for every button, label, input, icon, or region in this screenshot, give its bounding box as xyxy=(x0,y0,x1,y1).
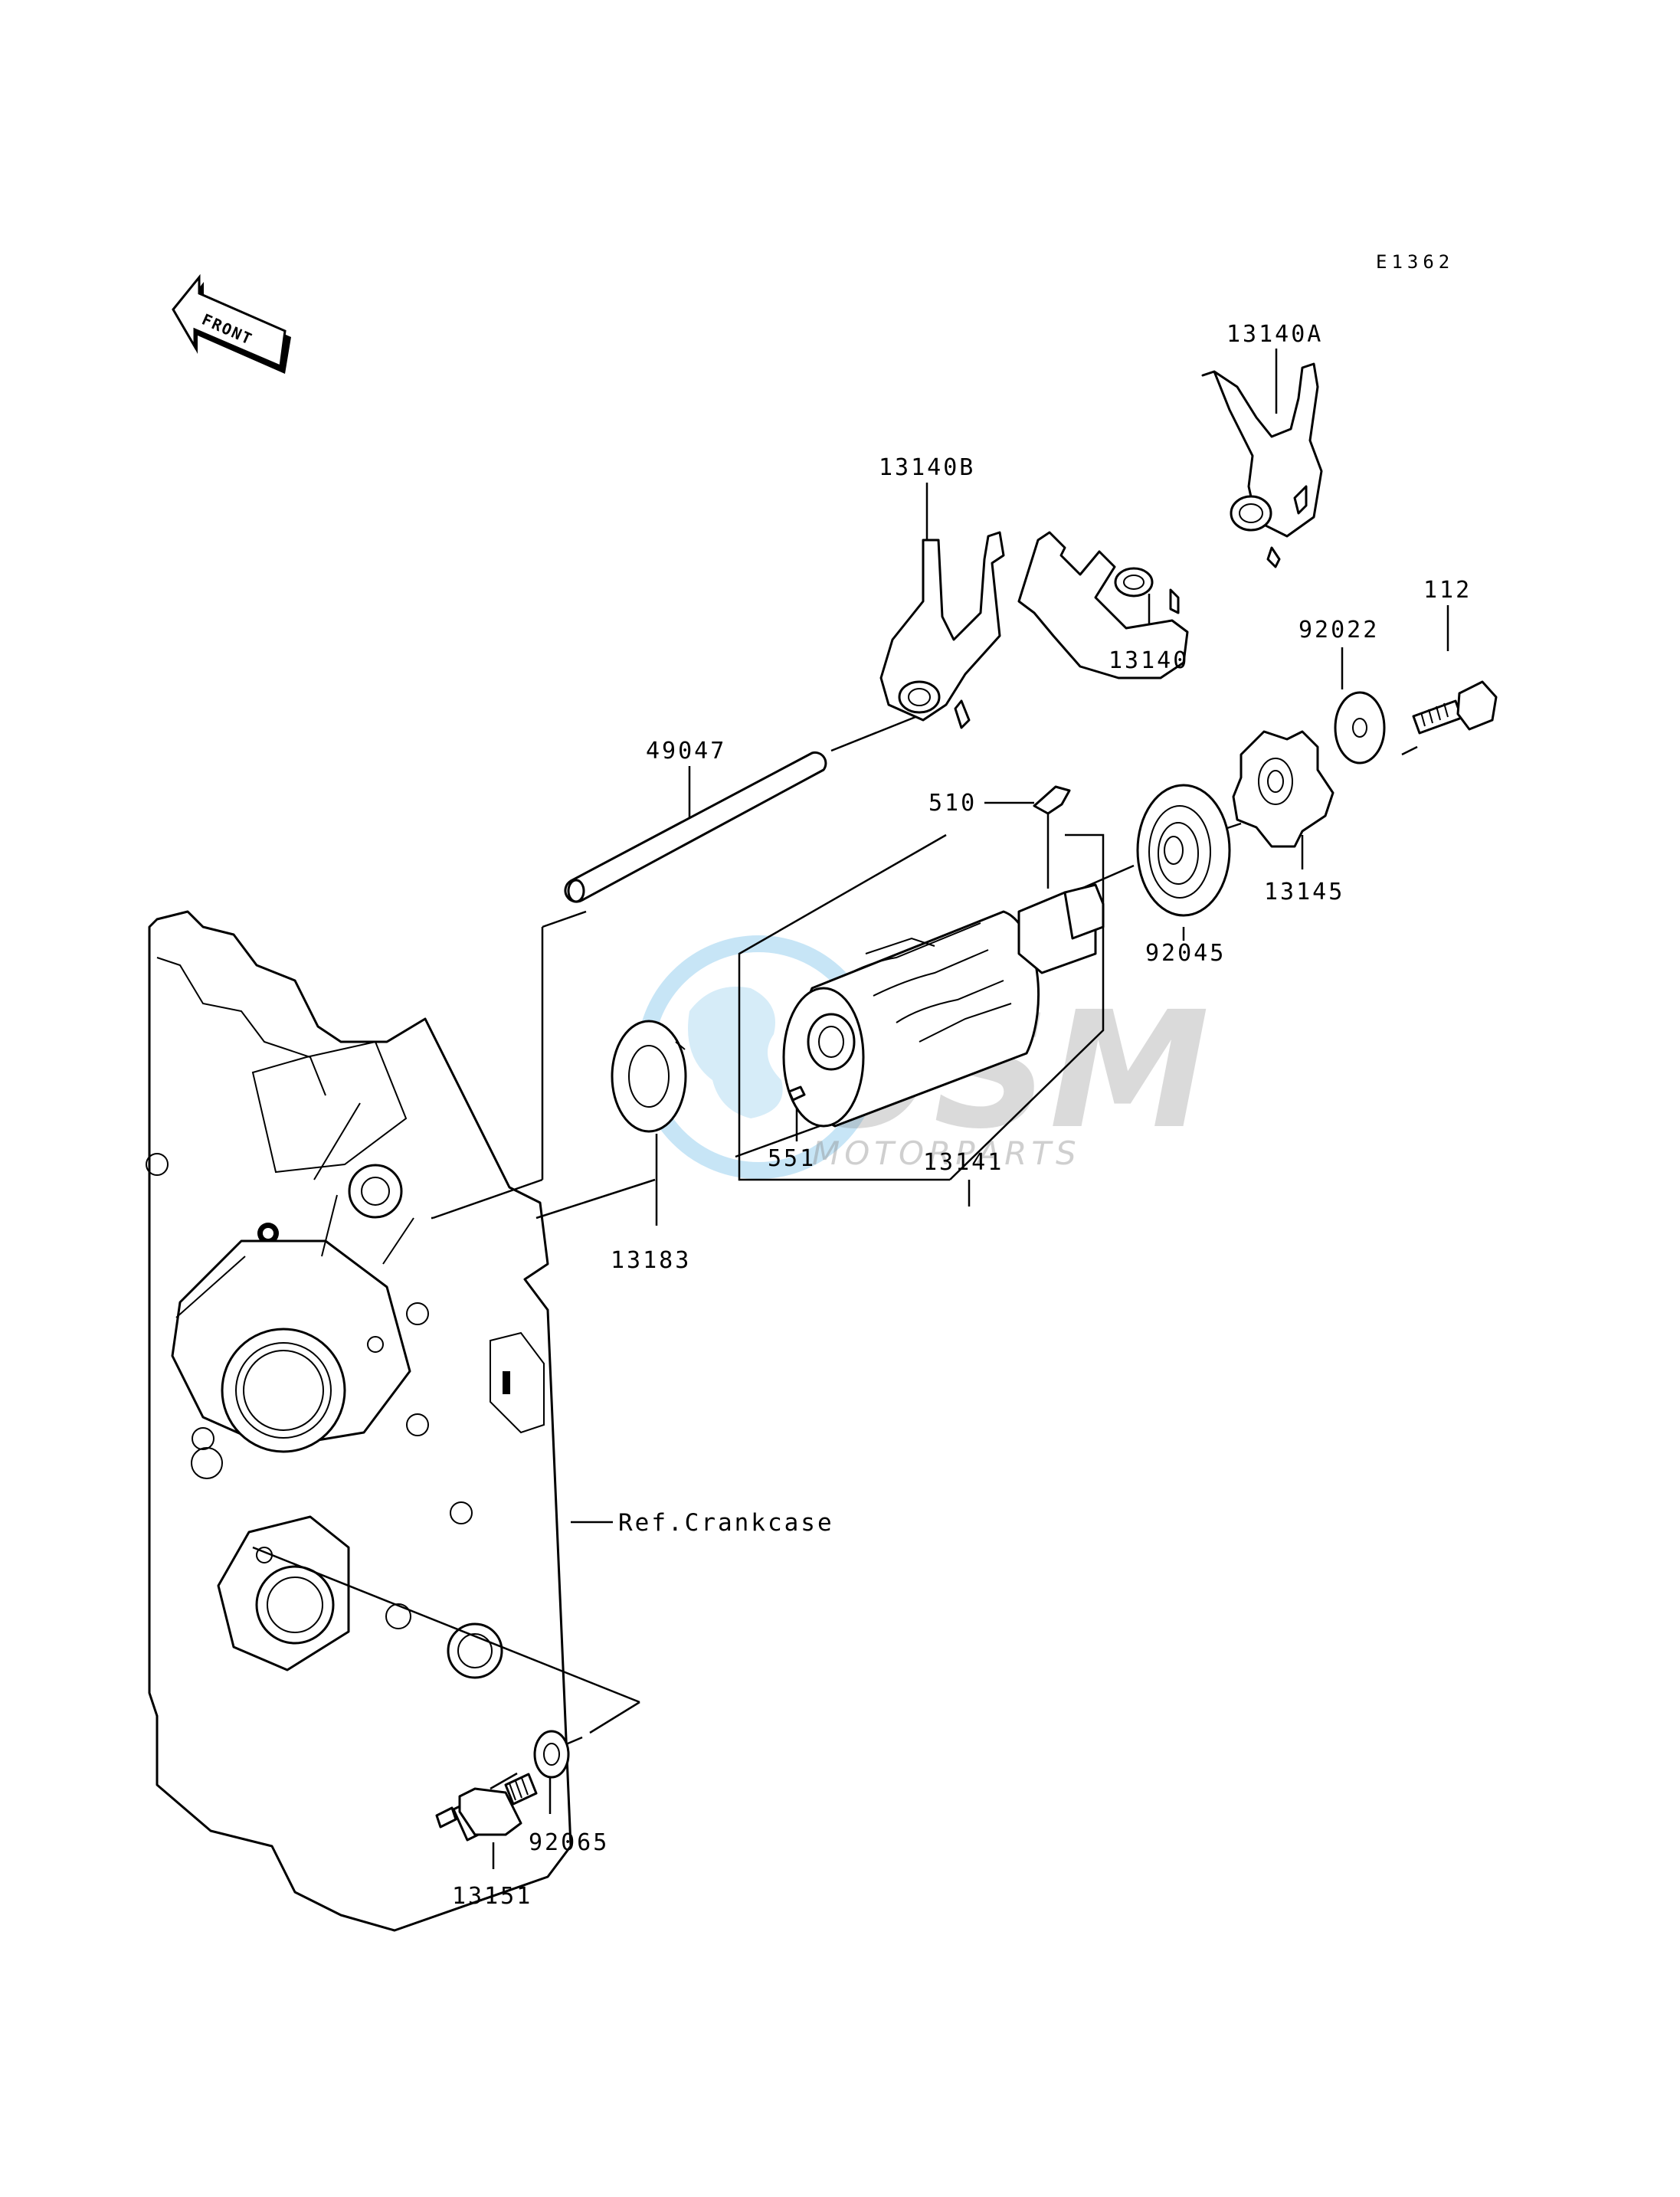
label-112: 112 xyxy=(1423,577,1472,604)
label-13140B: 13140B xyxy=(879,454,975,481)
label-92065: 92065 xyxy=(529,1829,609,1856)
leader-lines xyxy=(252,349,1449,1869)
label-13140: 13140 xyxy=(1109,647,1189,674)
sensor-13151 xyxy=(435,1773,538,1842)
label-13183: 13183 xyxy=(611,1247,691,1274)
label-13140A: 13140A xyxy=(1226,321,1323,348)
reference-label: Ref.Crankcase xyxy=(618,1509,834,1537)
label-13151: 13151 xyxy=(452,1883,532,1910)
label-551: 551 xyxy=(768,1145,816,1172)
label-92045: 92045 xyxy=(1145,940,1226,967)
fork-13140A xyxy=(1201,362,1323,568)
watermark-subtitle: MOTORPARTS xyxy=(812,1135,1081,1172)
shift-drum-13141 xyxy=(782,883,1105,1128)
bearing-92045 xyxy=(1136,784,1231,917)
label-13145: 13145 xyxy=(1264,879,1344,905)
label-510: 510 xyxy=(928,790,977,817)
bolt-112 xyxy=(1412,680,1498,735)
label-13141: 13141 xyxy=(923,1149,1004,1176)
label-92022: 92022 xyxy=(1298,617,1379,643)
washer-92065 xyxy=(533,1730,570,1779)
shaft-49047 xyxy=(564,751,827,903)
front-arrow-icon: FRONT xyxy=(172,273,291,374)
diagram-code: E1362 xyxy=(1376,251,1454,273)
pin-510 xyxy=(1033,785,1071,815)
fork-13140B xyxy=(879,531,1005,729)
washer-13183 xyxy=(611,1020,687,1133)
crankcase-illustration xyxy=(146,910,572,1932)
pin-551 xyxy=(788,1085,806,1102)
cam-13145 xyxy=(1232,730,1335,848)
part-labels: 13140A 13140B 13140 92022 112 49047 510 … xyxy=(452,321,1472,1910)
fork-13140 xyxy=(1017,531,1189,679)
washer-92022 xyxy=(1334,691,1386,765)
label-49047: 49047 xyxy=(646,738,726,765)
